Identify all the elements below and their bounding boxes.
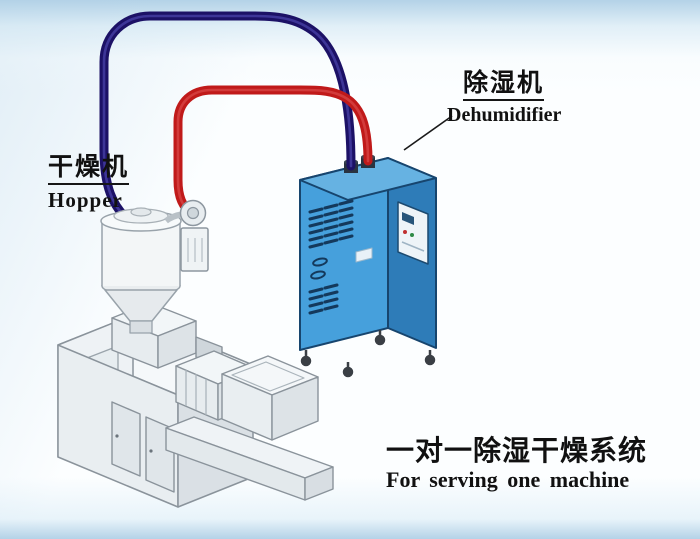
gearbox-fins bbox=[185, 370, 207, 415]
panel-display bbox=[402, 212, 414, 225]
die-unit-side bbox=[271, 376, 319, 441]
door-panel bbox=[111, 401, 141, 477]
hopper-dryer bbox=[100, 207, 182, 334]
blower-unit bbox=[164, 199, 209, 272]
dehumidifier-label: 除湿机 Dehumidifier bbox=[447, 70, 561, 126]
blower-fan-hub bbox=[186, 206, 200, 220]
hopper-neck bbox=[129, 320, 153, 334]
hopper-label: 干燥机 Hopper bbox=[48, 154, 130, 213]
hopper-body bbox=[102, 222, 180, 286]
dehumidifier-cabinet bbox=[299, 154, 437, 378]
extruder-machine bbox=[57, 302, 334, 508]
die-unit-lid bbox=[231, 361, 305, 392]
front-oval-vent bbox=[312, 257, 328, 267]
system-title-cn: 一对一除湿干燥系统 bbox=[386, 435, 648, 466]
panel-led-red bbox=[403, 230, 407, 234]
dry-air-pipe-highlight bbox=[102, 14, 353, 223]
dehumidifier-label-en: Dehumidifier bbox=[447, 104, 562, 127]
system-title-en: For serving one machine bbox=[386, 467, 630, 493]
system-title: 一对一除湿干燥系统 For serving one machine bbox=[386, 435, 648, 493]
dehumidifier-label-cn: 除湿机 bbox=[463, 70, 545, 102]
hopper-lid-cap bbox=[130, 207, 152, 217]
panel-line bbox=[401, 241, 425, 252]
door-handle bbox=[149, 449, 153, 453]
cabinet-top-face bbox=[299, 157, 437, 201]
pipes bbox=[99, 11, 373, 226]
caster-wheels bbox=[300, 330, 436, 378]
door-handle bbox=[115, 434, 119, 438]
panel-led-green bbox=[410, 233, 414, 237]
return-air-pipe-highlight bbox=[176, 88, 370, 215]
front-oval-vent bbox=[310, 270, 326, 280]
machine-base-end bbox=[304, 466, 334, 501]
blower-box-slots bbox=[187, 238, 203, 262]
hopper-label-en: Hopper bbox=[48, 188, 123, 213]
hopper-label-cn: 干燥机 bbox=[48, 154, 130, 186]
dehumidifier-leader-line bbox=[403, 115, 453, 151]
brand-sticker bbox=[355, 247, 373, 263]
